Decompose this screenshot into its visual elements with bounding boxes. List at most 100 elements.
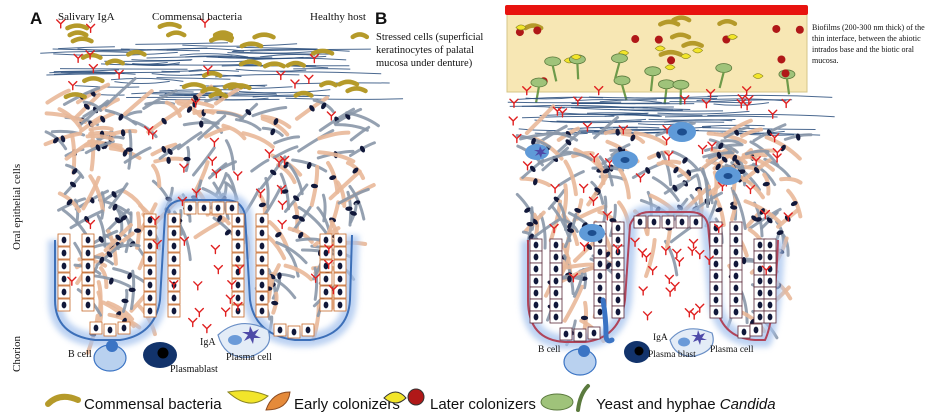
- iga-molecule: [670, 281, 680, 292]
- basal-cell-nucleus: [61, 275, 67, 283]
- iga-molecule: [661, 245, 671, 256]
- iga-molecule: [235, 264, 245, 274]
- basal-cell-nucleus: [259, 242, 265, 250]
- denture-base-bar: [505, 5, 808, 15]
- basal-cell-nucleus: [757, 301, 763, 309]
- cell-nucleus: [95, 144, 101, 152]
- iga-molecule: [148, 130, 158, 140]
- cell-nucleus: [345, 113, 351, 120]
- iga-molecule: [85, 50, 95, 60]
- fiber-strand: [522, 115, 615, 119]
- fiber-strand: [58, 46, 115, 50]
- basal-cell-nucleus: [713, 260, 719, 268]
- cell-nucleus: [594, 187, 601, 193]
- cell-nucleus: [715, 163, 721, 171]
- cell-nucleus: [526, 221, 534, 227]
- commensal-bacterium: [228, 83, 252, 91]
- basal-cell-nucleus: [713, 236, 719, 244]
- iga-molecule: [641, 252, 652, 262]
- basal-cell-nucleus: [323, 275, 329, 283]
- fiber-bundle: [151, 163, 162, 189]
- fiber-bundle: [214, 172, 228, 197]
- fiber-strand: [114, 80, 170, 85]
- basal-cell-nucleus: [597, 260, 603, 268]
- legend-yeast-icon: [540, 393, 574, 411]
- commensal-bacterium: [523, 23, 544, 31]
- healthy-host-label: Healthy host: [310, 11, 366, 23]
- iga-molecule: [680, 95, 690, 105]
- fiber-strand: [110, 77, 184, 82]
- cell-nucleus: [528, 233, 534, 241]
- cell-nucleus: [108, 277, 114, 285]
- fiber-bundle: [722, 118, 753, 137]
- cell-nucleus: [329, 175, 337, 180]
- commensal-bacterium: [212, 33, 235, 41]
- basal-cell-nucleus: [757, 289, 763, 297]
- basal-cell-nucleus: [733, 284, 739, 292]
- cell-nucleus: [630, 134, 636, 142]
- iga-molecule: [274, 157, 284, 168]
- iga-molecule: [552, 106, 563, 116]
- basal-cell-nucleus: [171, 216, 177, 224]
- commensal-bacterium: [201, 70, 223, 78]
- fiber-strand: [280, 71, 382, 75]
- fiber-bundle: [317, 130, 351, 141]
- cell-nucleus: [615, 128, 620, 136]
- basal-cell-nucleus: [533, 289, 539, 297]
- fiber-bundle: [720, 139, 742, 146]
- basal-cell-nucleus: [767, 253, 773, 261]
- commensal-bacterium: [671, 15, 692, 23]
- fiber-bundle: [700, 146, 730, 171]
- fiber-bundle: [98, 97, 120, 112]
- fiber-bundle: [701, 167, 710, 209]
- cell-nucleus: [118, 113, 124, 121]
- fiber-strand: [707, 94, 833, 98]
- cell-nucleus: [306, 162, 312, 170]
- cell-nucleus: [125, 147, 133, 152]
- fiber-bundle: [731, 189, 747, 231]
- iga-molecule: [193, 281, 203, 291]
- iga-molecule: [578, 183, 589, 194]
- iga-molecule: [177, 196, 188, 207]
- cell-nucleus: [321, 102, 327, 110]
- fiber-bundle: [250, 158, 270, 173]
- fiber-bundle: [633, 131, 668, 146]
- fiber-strand: [40, 50, 137, 54]
- iga-molecule: [150, 215, 160, 226]
- legend-early-colonizers: Early colonizers: [294, 396, 400, 413]
- basal-cell-nucleus: [61, 301, 67, 309]
- iga-molecule: [88, 63, 99, 74]
- basal-cell-nucleus: [757, 241, 763, 249]
- cell-nucleus: [524, 207, 531, 213]
- cell-nucleus: [754, 217, 762, 222]
- fiber-bundle: [164, 100, 182, 118]
- plasma-cell-label: Plasma cell: [226, 352, 272, 363]
- commensal-bacterium: [717, 19, 738, 27]
- iga-molecule: [68, 80, 78, 91]
- basal-cell-nucleus: [713, 248, 719, 256]
- cell-nucleus: [275, 231, 282, 238]
- iga-molecule: [277, 200, 288, 210]
- cell-nucleus: [602, 168, 610, 174]
- fiber-bundle: [297, 129, 335, 153]
- basal-cell-nucleus: [591, 329, 597, 337]
- basal-cell-nucleus: [757, 253, 763, 261]
- fiber-strand: [599, 99, 657, 103]
- cell-nucleus: [682, 157, 688, 164]
- basal-cell-nucleus: [235, 242, 241, 250]
- basal-cell-nucleus: [235, 216, 241, 224]
- commensal-bacterium: [337, 79, 360, 87]
- cell-nucleus: [716, 151, 722, 159]
- basal-cell-nucleus: [215, 204, 221, 212]
- cell-nucleus: [199, 120, 204, 128]
- iga-molecule: [276, 70, 286, 81]
- legend-early-colonizer-yellow-icon: [226, 390, 269, 404]
- commensal-bacterium: [252, 32, 276, 40]
- fiber-bundle: [660, 150, 673, 187]
- iga-molecule: [67, 276, 77, 286]
- fiber-bundle: [275, 240, 308, 265]
- basal-cell-nucleus: [553, 277, 559, 285]
- stressed-cells-line1: Stressed cells (superficial: [376, 32, 483, 43]
- early-colonizer-yellow: [515, 24, 527, 31]
